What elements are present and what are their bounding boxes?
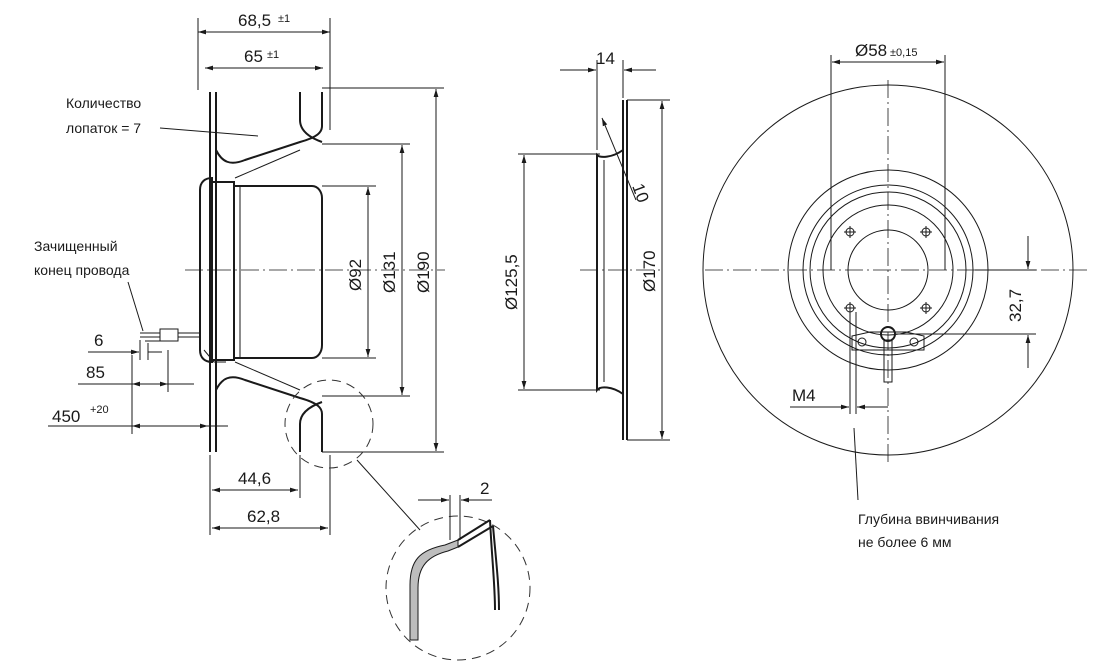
lower-blade-edge xyxy=(215,376,323,452)
dim-68-5-tol: ±1 xyxy=(278,13,290,25)
cable-tail xyxy=(883,339,893,383)
lower-shroud-lip xyxy=(299,401,323,452)
dim-d125-5-value: Ø125,5 xyxy=(502,254,521,310)
ring-profile xyxy=(596,149,624,395)
motor-flange xyxy=(199,176,213,364)
wire-label-1: Зачищенный xyxy=(34,238,118,254)
dim-d58-value: Ø58 xyxy=(855,41,887,60)
dim-d58-tol: ±0,15 xyxy=(890,47,917,59)
dim-65-value: 65 xyxy=(244,47,263,66)
wire-label-2: конец провода xyxy=(34,262,130,278)
dim-32-7-value: 32,7 xyxy=(1006,289,1025,322)
blade-count-label-2: лопаток = 7 xyxy=(66,120,141,136)
thread-depth-label-2: не более 6 мм xyxy=(858,534,951,550)
wire-cable xyxy=(178,332,200,338)
dim-d131-value: Ø131 xyxy=(380,251,399,293)
detail-marker-circle xyxy=(284,379,374,469)
wire-leader xyxy=(127,281,144,332)
dim-450-tol: +20 xyxy=(90,404,109,416)
upper-shroud-lip xyxy=(299,92,323,143)
hub-ring-2 xyxy=(802,184,974,356)
upper-blade-line xyxy=(234,149,301,179)
dim-m4-value: M4 xyxy=(792,386,816,405)
dim-85-value: 85 xyxy=(86,363,105,382)
dim-65-tol: ±1 xyxy=(267,49,279,61)
detail-section xyxy=(409,539,459,641)
blade-leader xyxy=(159,127,259,137)
front-view: Ø58 ±0,15 32,7 M4 Глубина ввинчивания не… xyxy=(702,41,1090,550)
dim-2-value: 2 xyxy=(480,479,489,498)
dim-r10-value: 10 xyxy=(628,181,652,205)
dim-62-8-value: 62,8 xyxy=(247,507,280,526)
detail-shroud xyxy=(489,519,500,611)
depth-leader xyxy=(853,427,859,501)
hub-center xyxy=(847,229,929,311)
motor-body xyxy=(233,185,323,359)
detail-circle xyxy=(385,515,531,661)
detail-connector xyxy=(356,459,421,531)
dim-d170-value: Ø170 xyxy=(640,250,659,292)
dim-6-value: 6 xyxy=(94,331,103,350)
hub-ring-4 xyxy=(822,204,954,336)
dim-68-5-value: 68,5 xyxy=(238,11,271,30)
cable-outlet-plate xyxy=(851,331,925,351)
dim-d92-value: Ø92 xyxy=(346,259,365,291)
dim-d190-value: Ø190 xyxy=(414,251,433,293)
thread-depth-label-1: Глубина ввинчивания xyxy=(858,511,999,527)
section-view: 14 10 Ø125,5 Ø170 xyxy=(502,49,670,441)
upper-blade-edge xyxy=(215,92,323,164)
blade-count-label-1: Количество xyxy=(66,95,141,111)
motor-detail xyxy=(203,349,226,363)
outer-disc xyxy=(702,84,1074,456)
side-view: 68,5 ±1 65 ±1 Количество лопаток = 7 Зач… xyxy=(34,11,531,661)
dim-44-6-value: 44,6 xyxy=(238,469,271,488)
lower-blade-line xyxy=(234,361,301,391)
detail-plate xyxy=(457,519,494,548)
dim-450-value: 450 xyxy=(52,407,80,426)
dim-r10-line xyxy=(601,117,637,201)
cable-grommet xyxy=(880,326,896,342)
hub-ring-3 xyxy=(809,191,967,349)
wire-ends xyxy=(140,332,160,342)
dim-14-value: 14 xyxy=(596,49,615,68)
wire-sleeve xyxy=(159,328,179,342)
